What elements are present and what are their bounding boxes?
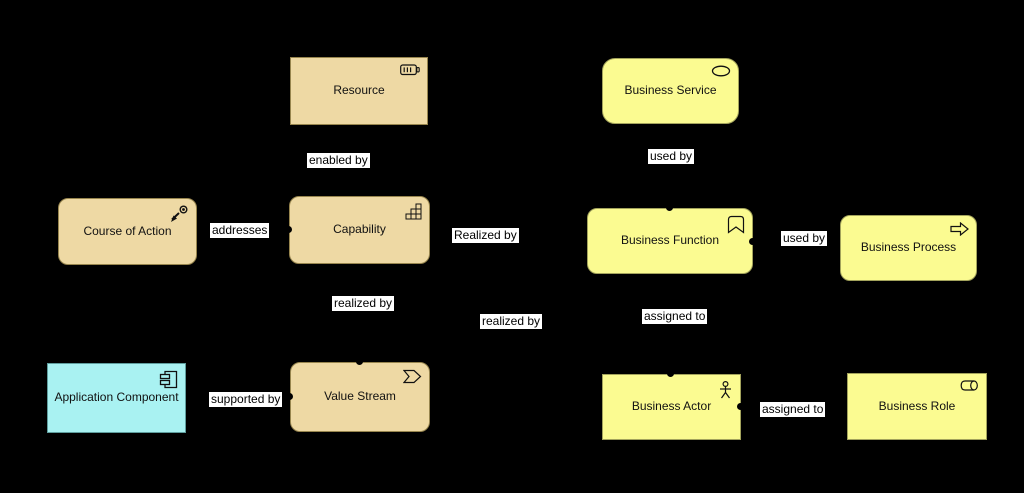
edge-label-used-by: used by xyxy=(648,149,695,164)
node-label: Business Process xyxy=(860,240,957,255)
connector-dot xyxy=(749,238,756,245)
edge-label-realized-by-2: realized by xyxy=(480,314,543,329)
node-label: Business Function xyxy=(620,233,720,248)
node-label: Resource xyxy=(333,83,385,98)
cylinder-role-icon xyxy=(960,380,979,391)
node-label: Application Component xyxy=(54,390,179,405)
edge-label-assigned-to-2: assigned to xyxy=(760,402,826,417)
node-label: Course of Action xyxy=(83,223,172,238)
node-business-function[interactable]: Business Function xyxy=(587,208,753,274)
node-label: Capability xyxy=(333,222,386,237)
node-label: Business Role xyxy=(878,398,956,413)
connector-dot xyxy=(667,370,674,377)
node-business-process[interactable]: Business Process xyxy=(840,215,977,281)
node-label: Business Actor xyxy=(631,399,712,414)
arrow-target-icon xyxy=(169,205,189,224)
edge-label-used-by-2: used by xyxy=(781,231,828,246)
node-course-of-action[interactable]: Course of Action xyxy=(58,198,197,265)
oval-service-icon xyxy=(711,65,731,77)
edge-label-realized-by-1: realized by xyxy=(332,296,395,311)
node-capability[interactable]: Capability xyxy=(289,196,430,264)
edge-label-addresses: addresses xyxy=(210,223,270,238)
battery-resource-icon xyxy=(400,64,420,76)
node-label: Value Stream xyxy=(324,389,396,404)
connector-dot xyxy=(285,226,292,233)
node-label: Business Service xyxy=(624,83,717,98)
node-value-stream[interactable]: Value Stream xyxy=(290,362,430,432)
node-business-role[interactable]: Business Role xyxy=(847,373,987,440)
edge-label-realized-by-cap: Realized by xyxy=(452,228,519,243)
node-business-actor[interactable]: Business Actor xyxy=(602,374,741,440)
node-application-component[interactable]: Application Component xyxy=(47,363,186,433)
stick-figure-actor-icon xyxy=(718,381,733,400)
connector-dot xyxy=(356,358,363,365)
component-icon xyxy=(159,370,178,389)
stairs-capability-icon xyxy=(405,203,422,220)
bookmark-function-icon xyxy=(727,215,745,234)
chevron-valuestream-icon xyxy=(403,369,422,384)
edge-label-supported-by: supported by xyxy=(209,392,283,407)
arrow-process-icon xyxy=(950,222,969,236)
edge-label-enabled-by: enabled by xyxy=(307,153,370,168)
node-business-service[interactable]: Business Service xyxy=(602,58,739,124)
edge-label-assigned-to-1: assigned to xyxy=(642,309,708,324)
node-resource[interactable]: Resource xyxy=(290,57,428,125)
connector-dot xyxy=(286,393,293,400)
connector-dot xyxy=(666,204,673,211)
connector-dot xyxy=(737,403,744,410)
